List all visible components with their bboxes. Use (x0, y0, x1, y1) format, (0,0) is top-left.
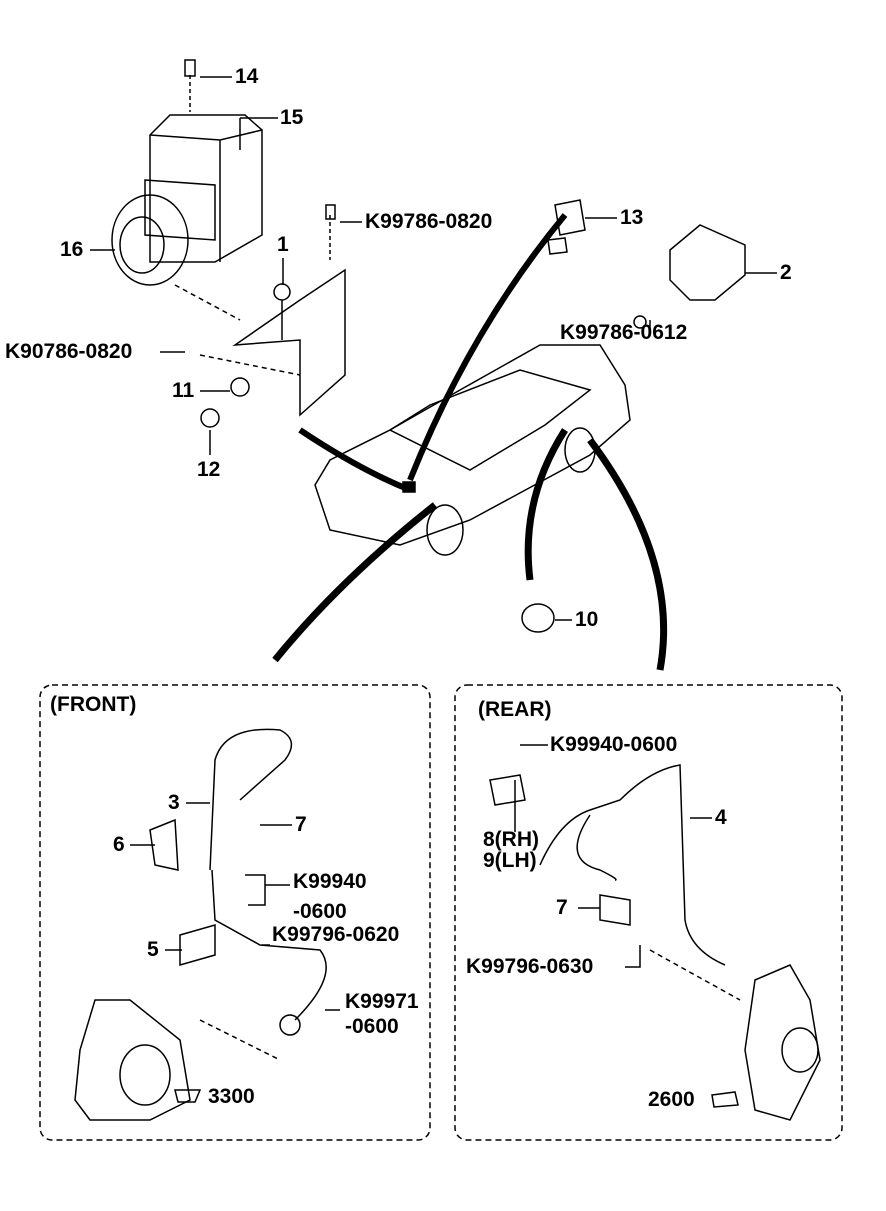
ref-label-2600: 2600 (648, 1088, 695, 1111)
part-label-7-front: 7 (295, 813, 307, 836)
part-label-nut-b-1: K99971 (345, 990, 419, 1013)
front-section-title: (FRONT) (50, 693, 137, 716)
part-label-15: 15 (280, 106, 304, 129)
part-label-bolt-front: K99796-0620 (272, 923, 400, 946)
bracket (174, 204, 346, 428)
part-label-nut-b-2: -0600 (345, 1015, 399, 1038)
part-label-3: 3 (168, 791, 180, 814)
part-label-nut-front-2: -0600 (293, 900, 347, 923)
part-label-13: 13 (620, 206, 644, 229)
part-label-12: 12 (197, 458, 221, 481)
part-label-6: 6 (113, 833, 125, 856)
part-label-bolt-right: K99786-0612 (560, 321, 688, 344)
part-label-8: 8(RH) (483, 828, 539, 851)
part-label-4: 4 (715, 806, 727, 829)
grommet (521, 603, 555, 633)
abs-hydraulic-unit (111, 59, 263, 286)
part-label-9: 9(LH) (483, 849, 537, 872)
ref-label-3300: 3300 (208, 1085, 255, 1108)
front-wheel-sensor (74, 728, 327, 1121)
part-label-7-rear: 7 (556, 896, 568, 919)
rear-section-title: (REAR) (478, 698, 552, 721)
rear-section-box (454, 684, 843, 1141)
part-label-2: 2 (780, 261, 792, 284)
car (314, 344, 631, 556)
part-label-nut-front-1: K99940 (293, 870, 367, 893)
part-label-10: 10 (575, 608, 599, 631)
part-label-5: 5 (147, 938, 159, 961)
part-label-bolt-rear: K99796-0630 (466, 955, 594, 978)
part-label-bolt-top: K99786-0820 (365, 210, 493, 233)
part-label-14: 14 (235, 65, 259, 88)
front-section-box (39, 684, 431, 1141)
bracket-2 (669, 224, 746, 301)
leader-lines (90, 76, 777, 1011)
part-label-11: 11 (172, 379, 195, 402)
part-label-1: 1 (277, 233, 289, 256)
part-label-bolt-left: K90786-0820 (5, 340, 133, 363)
part-label-nut-rear: K99940-0600 (550, 733, 678, 756)
part-label-16: 16 (60, 238, 84, 261)
rear-wheel-sensor (489, 764, 821, 1121)
